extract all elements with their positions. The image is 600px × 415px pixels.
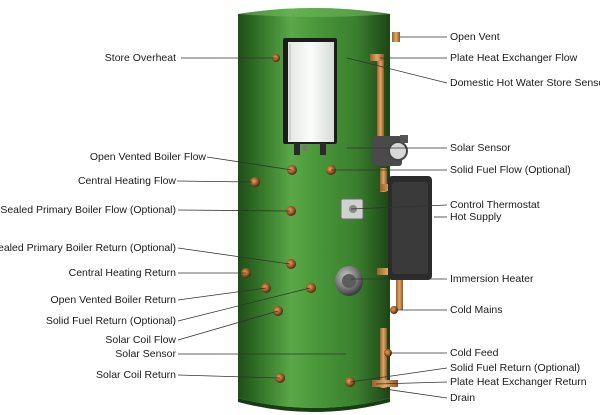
label-open-vented-boiler-return: Open Vented Boiler Return (50, 294, 177, 306)
immersion-heater-boss (335, 266, 363, 296)
label-immersion-heater: Immersion Heater (450, 273, 534, 285)
leader-lines (176, 36, 448, 399)
label-solar-coil-return: Solar Coil Return (96, 369, 176, 381)
label-cold-feed: Cold Feed (450, 347, 499, 359)
label-solid-fuel-return-right: Solid Fuel Return (Optional) (450, 362, 581, 374)
label-solar-coil-flow: Solar Coil Flow (105, 334, 176, 346)
label-solid-fuel-flow: Solid Fuel Flow (Optional) (450, 164, 571, 176)
label-plate-heat-exchanger-flow: Plate Heat Exchanger Flow (450, 52, 578, 64)
label-hot-supply: Hot Supply (450, 211, 502, 223)
label-central-heating-flow: Central Heating Flow (77, 175, 176, 187)
plate-heat-exchanger (283, 38, 337, 155)
thermostat-box (340, 198, 364, 220)
label-solar-sensor-right: Solar Sensor (450, 142, 511, 154)
label-drain: Drain (450, 392, 476, 404)
label-sealed-primary-boiler-return: Sealed Primary Boiler Return (Optional) (0, 242, 176, 254)
label-sealed-primary-boiler-flow: Sealed Primary Boiler Flow (Optional) (0, 204, 176, 216)
label-control-thermostat: Control Thermostat (450, 199, 540, 211)
control-box (372, 135, 432, 280)
label-solid-fuel-return-left: Solid Fuel Return (Optional) (45, 315, 176, 327)
label-open-vent: Open Vent (450, 31, 500, 43)
label-store-overheat: Store Overheat (104, 52, 176, 64)
label-solar-sensor-left: Solar Sensor (115, 348, 176, 360)
label-cold-mains: Cold Mains (450, 304, 503, 316)
label-open-vented-boiler-flow: Open Vented Boiler Flow (89, 151, 206, 163)
label-domestic-hot-water-store-sensor: Domestic Hot Water Store Sensor (450, 77, 600, 89)
label-central-heating-return: Central Heating Return (68, 267, 176, 279)
label-plate-heat-exchanger-return: Plate Heat Exchanger Return (450, 376, 587, 388)
